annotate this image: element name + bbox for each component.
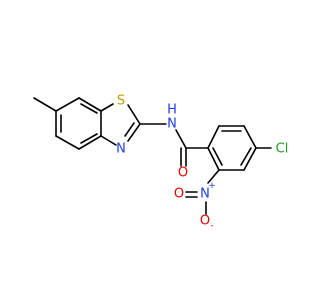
bond-methyl: [33, 97, 57, 112]
atom-sulfur: S: [117, 94, 125, 109]
bond-benzo-4: [78, 135, 102, 150]
atom-oxygen-nitro-bottom: O: [200, 214, 210, 229]
atom-chlorine: Cl: [276, 142, 289, 157]
bond-n3-c3a: [100, 135, 117, 146]
atom-nitrogen-amide: N: [167, 117, 177, 132]
bond-benzo-5: [55, 135, 80, 150]
atom-nitrogen-thiazole: N: [116, 142, 126, 157]
bond-c7a-s: [100, 103, 114, 112]
bond-benzo-4-inner: [80, 133, 98, 144]
bond-ring-3: [243, 125, 257, 149]
charge-nitro-nitrogen: +: [208, 181, 216, 191]
bond-ring-6: [207, 147, 220, 171]
bond-ring-4: [243, 147, 257, 171]
atom-oxygen-carbonyl: O: [178, 166, 188, 181]
atom-nitrogen-nitro: N: [200, 187, 210, 202]
bond-ring-4-inner: [240, 147, 252, 166]
bond-c2-n3: [127, 123, 141, 142]
bonds: [33, 97, 272, 215]
bond-benzo-1: [55, 97, 80, 112]
atom-oxygen-nitro-left: O: [174, 187, 184, 202]
bond-ring-6-inner: [212, 147, 223, 166]
bond-ring-1: [207, 125, 220, 149]
atom-hydrogen-amide: H: [167, 103, 177, 118]
bond-c2-n3-inner: [124, 122, 135, 137]
bond-benzo-2: [78, 97, 102, 112]
charge-nitro-oxygen: -: [210, 221, 213, 231]
atom-labels: S N N H O Cl N + O O -: [116, 94, 288, 232]
bond-nh-co: [175, 129, 187, 149]
bond-s-c2: [127, 104, 141, 125]
bond-benzo-2-inner: [80, 103, 98, 114]
bond-ring-no2: [207, 169, 220, 184]
structure-canvas: S N N H O Cl N + O O -: [33, 94, 288, 232]
